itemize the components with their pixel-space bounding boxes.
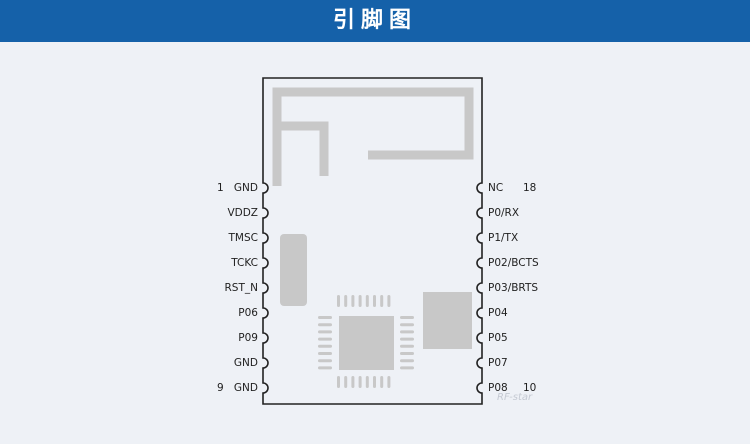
chip-pad [373,376,376,388]
chip-pad [344,376,348,388]
chip-pad [380,295,384,307]
chip-pad [400,344,414,348]
pin-label-right: P02/BCTS [488,257,539,269]
chip-pad [318,330,332,334]
pin-label-left: GND [233,357,258,369]
chip-pad [358,295,362,307]
chip-pad [318,366,332,370]
pin-label-left: GND [233,382,258,394]
pin-label-right: P0/RX [488,207,520,219]
pin-number-right: 10 [523,382,537,394]
pin-number-left: 1 [217,182,224,194]
pin-label-right: P03/BRTS [488,282,539,294]
pin-label-left: RST_N [224,282,258,294]
pin-label-left: P06 [238,307,258,319]
pin-label-right: P07 [488,357,508,369]
chip-pad [400,366,414,370]
chip-pad [387,295,391,307]
chip-component [339,316,394,370]
pin-label-right: P04 [488,307,508,319]
chip-pad [387,376,391,388]
chip-pad [318,316,332,319]
chip-pad [351,376,355,388]
chip-pad [365,376,369,388]
pin-label-right: P08 [488,382,508,394]
chip-pad [318,344,332,348]
chip-pad [318,352,332,355]
pin-label-left: TMSC [228,232,258,244]
chip-pad [337,295,340,307]
pin-number-right: 18 [523,182,537,194]
side-component [423,292,472,349]
chip-pad [351,295,355,307]
chip-pad [400,359,414,363]
chip-pad [400,323,414,327]
pin-label-left: TCKC [231,257,258,269]
antenna-trace [272,87,474,186]
chip-pad [318,323,332,327]
chip-pad [318,337,332,341]
chip-pad [344,295,348,307]
chip-pad [337,376,340,388]
chip-pad [358,376,362,388]
chip-pad [400,337,414,341]
pin-label-left: VDDZ [227,207,258,219]
crystal-component [280,234,307,306]
chip-pad [400,330,414,334]
watermark-logo: RF-star [497,392,533,403]
chip-pad [365,295,369,307]
pin-label-left: P09 [238,332,258,344]
pin-label-left: GND [233,182,258,194]
chip-pad [373,295,376,307]
pin-label-right: NC [488,182,504,194]
pin-label-right: P1/TX [488,232,519,244]
chip-pad [318,359,332,363]
chip-pad [400,352,414,355]
chip-pad [380,376,384,388]
page-title: 引脚图 [0,0,750,42]
chip-pad [400,316,414,319]
pin-label-right: P05 [488,332,508,344]
pin-number-left: 9 [217,382,224,394]
